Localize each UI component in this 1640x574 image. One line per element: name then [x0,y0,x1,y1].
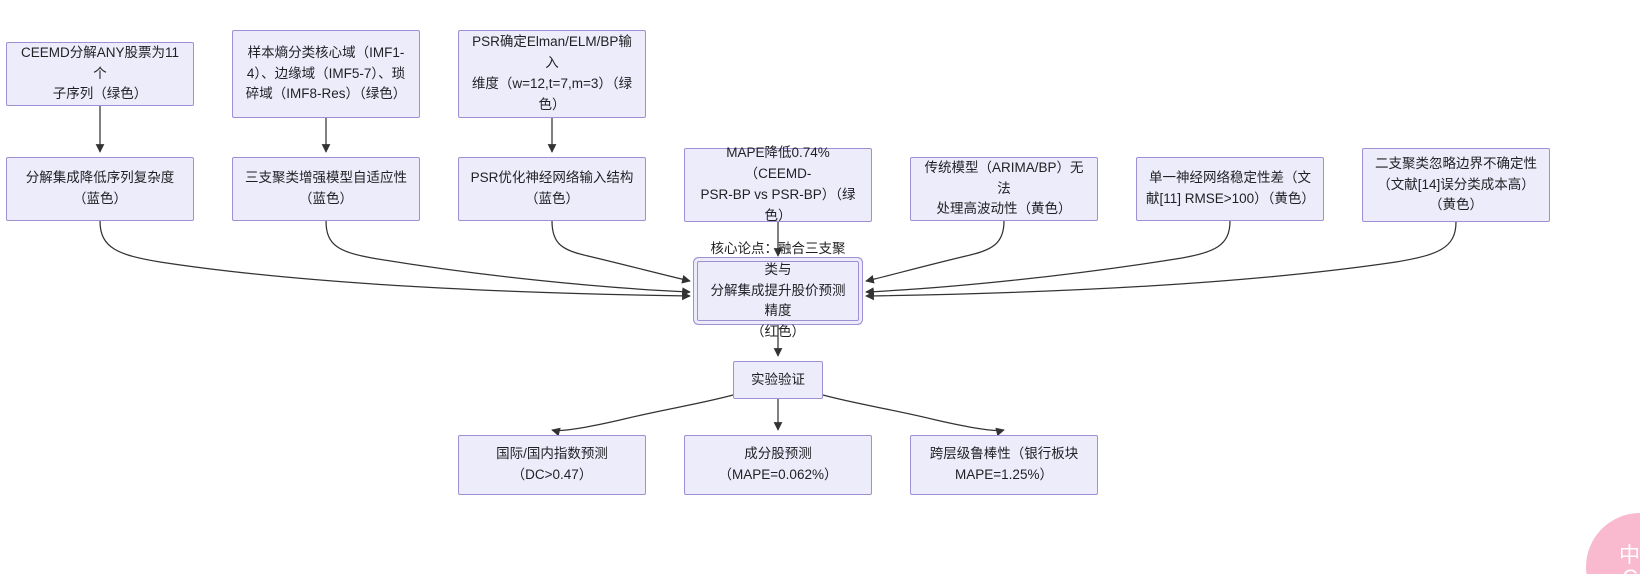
node-label: 实验验证 [751,371,805,387]
node-label: 单一神经网络稳定性差（文 献[11] RMSE>100）（黄色） [1146,170,1315,206]
node-label: 成分股预测 （MAPE=0.062%） [718,446,838,482]
node-two-way-clustering-limit[interactable]: 二支聚类忽略边界不确定性 （文献[14]误分类成本高） （黄色） [1362,148,1550,222]
node-psr-optimize-structure[interactable]: PSR优化神经网络输入结构 （蓝色） [458,157,646,221]
node-label: 三支聚类增强模型自适应性 （蓝色） [245,170,407,206]
edge-experiment-to-index [551,394,734,437]
node-index-forecast[interactable]: 国际/国内指数预测 （DC>0.47） [458,435,646,495]
node-experiment-validation[interactable]: 实验验证 [733,361,823,399]
node-label: MAPE降低0.74%（CEEMD- PSR-BP vs PSR-BP）（绿 色… [700,145,856,223]
watermark-badge: 中文 CAI [1586,513,1640,574]
node-cross-level-robustness[interactable]: 跨层级鲁棒性（银行板块 MAPE=1.25%） [910,435,1098,495]
node-three-way-adaptive[interactable]: 三支聚类增强模型自适应性 （蓝色） [232,157,420,221]
node-label: 跨层级鲁棒性（银行板块 MAPE=1.25%） [929,446,1079,482]
edge-n9-to-core [865,220,1231,296]
edge-n10-to-core [865,221,1457,301]
node-label: 国际/国内指数预测 （DC>0.47） [496,446,608,482]
edge-n8-to-core [865,220,1005,284]
node-label: PSR优化神经网络输入结构 （蓝色） [470,170,634,206]
node-label: 样本熵分类核心域（IMF1- 4）、边缘域（IMF5-7）、琐 碎域（IMF8-… [245,44,407,102]
node-mape-reduction[interactable]: MAPE降低0.74%（CEEMD- PSR-BP vs PSR-BP）（绿 色… [684,145,872,223]
node-label: 分解集成降低序列复杂度 （蓝色） [25,170,175,206]
node-label: 核心论点：融合三支聚类与 分解集成提升股价预测精度 （红色） [710,240,846,340]
node-label: CEEMD分解ANY股票为11个 子序列（绿色） [20,44,180,102]
node-traditional-model-limit[interactable]: 传统模型（ARIMA/BP）无法 处理高波动性（黄色） [910,157,1098,221]
edge-n4-to-core [99,220,691,301]
node-label: 二支聚类忽略边界不确定性 （文献[14]误分类成本高） （黄色） [1375,155,1537,213]
node-psr-input-dimension[interactable]: PSR确定Elman/ELM/BP输入 维度（w=12,t=7,m=3）（绿 色… [458,30,646,118]
node-sample-entropy[interactable]: 样本熵分类核心域（IMF1- 4）、边缘域（IMF5-7）、琐 碎域（IMF8-… [232,30,420,118]
watermark-label: 中文 CAI [1619,543,1640,574]
edge-n6-to-core [551,220,691,284]
node-label: 传统模型（ARIMA/BP）无法 处理高波动性（黄色） [924,159,1084,217]
node-core-argument[interactable]: 核心论点：融合三支聚类与 分解集成提升股价预测精度 （红色） [697,241,859,339]
node-reduce-complexity[interactable]: 分解集成降低序列复杂度 （蓝色） [6,157,194,221]
node-ceemd-decompose[interactable]: CEEMD分解ANY股票为11个 子序列（绿色） [6,42,194,106]
edge-n5-to-core [325,220,691,297]
node-single-nn-instability[interactable]: 单一神经网络稳定性差（文 献[11] RMSE>100）（黄色） [1136,157,1324,221]
edge-experiment-to-robustness [822,394,1005,437]
node-constituent-stock-forecast[interactable]: 成分股预测 （MAPE=0.062%） [684,435,872,495]
node-label: PSR确定Elman/ELM/BP输入 维度（w=12,t=7,m=3）（绿 色… [471,34,633,112]
